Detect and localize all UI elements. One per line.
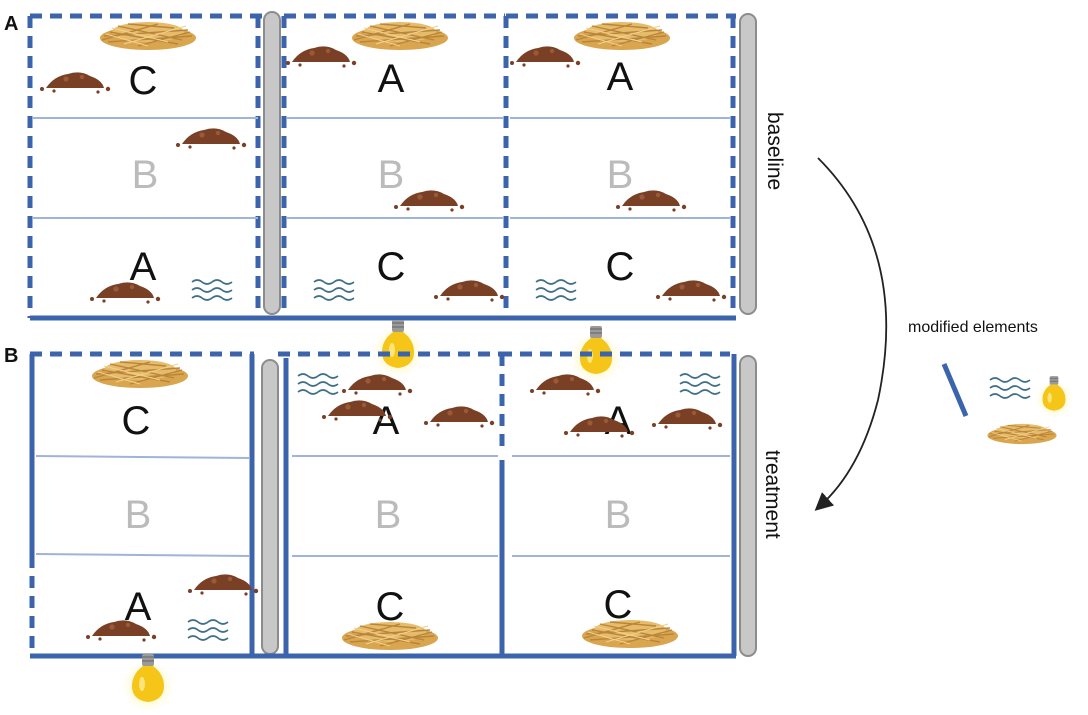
zone-label: C (604, 583, 633, 627)
water-icon (187, 619, 229, 641)
straw-bedding-icon (581, 619, 679, 649)
feeder-icon (263, 11, 281, 315)
water-icon (679, 373, 721, 395)
heat-lamp-icon (121, 653, 175, 713)
water-icon (535, 279, 577, 301)
transition-arrow-icon (814, 157, 888, 511)
feces-pile-icon (188, 574, 259, 596)
zone-label: A (373, 399, 400, 443)
pen: A B C (281, 13, 509, 318)
straw-bedding-icon (986, 423, 1058, 445)
legend-title: modified elements (908, 319, 1038, 336)
zone-label: C (129, 59, 158, 103)
panel-label: B (4, 345, 18, 367)
zone-label: C (606, 245, 635, 289)
zone-label: C (122, 399, 151, 443)
legend: modified elements (908, 319, 1074, 445)
zone-label: C (377, 245, 406, 289)
pen: A B C (506, 13, 736, 318)
feces-pile-icon (286, 46, 357, 68)
wall-segment-icon (941, 363, 969, 417)
water-icon (989, 377, 1031, 399)
water-icon (313, 279, 355, 301)
straw-bedding-icon (351, 21, 449, 51)
feces-pile-icon (656, 280, 727, 302)
zone-label: A (130, 245, 157, 289)
zone-divider (35, 553, 251, 557)
feces-pile-icon (424, 406, 495, 428)
water-icon (297, 373, 339, 395)
feeder-icon (739, 355, 757, 657)
feeder-icon (739, 13, 757, 315)
side-label: baseline (763, 112, 786, 190)
pen: A B C (278, 351, 505, 656)
zone-divider (35, 455, 251, 459)
feces-pile-icon (652, 408, 723, 430)
zone-label: A (607, 55, 634, 99)
zone-label: B (378, 153, 405, 197)
straw-bedding-icon (91, 359, 189, 389)
pen: C B A (27, 13, 262, 318)
zone-label: B (125, 493, 152, 537)
feces-pile-icon (434, 280, 505, 302)
feces-pile-icon (176, 128, 247, 150)
straw-bedding-icon (99, 21, 197, 51)
heat-lamp-icon (569, 325, 623, 385)
feces-pile-icon (394, 190, 465, 212)
feces-pile-icon (510, 46, 581, 68)
straw-bedding-icon (573, 21, 671, 51)
zone-label: B (375, 493, 402, 537)
heat-lamp-icon (1034, 375, 1074, 419)
zone-label: B (132, 153, 159, 197)
pen: C B A (29, 351, 259, 656)
zone-label: C (376, 585, 405, 629)
panel-label: A (4, 13, 18, 35)
water-icon (191, 279, 233, 301)
panel-a: A C B A A B C (4, 11, 786, 321)
straw-bedding-icon (341, 621, 439, 651)
panel-b: B C B A A B C (4, 345, 784, 659)
feeder-icon (261, 359, 279, 655)
heat-lamp-icon (371, 319, 425, 379)
feces-pile-icon (40, 72, 111, 94)
pen: A B C (500, 351, 737, 656)
zone-label: B (605, 493, 632, 537)
zone-label: B (607, 153, 634, 197)
side-label: treatment (761, 450, 784, 539)
zone-label: A (378, 57, 405, 101)
